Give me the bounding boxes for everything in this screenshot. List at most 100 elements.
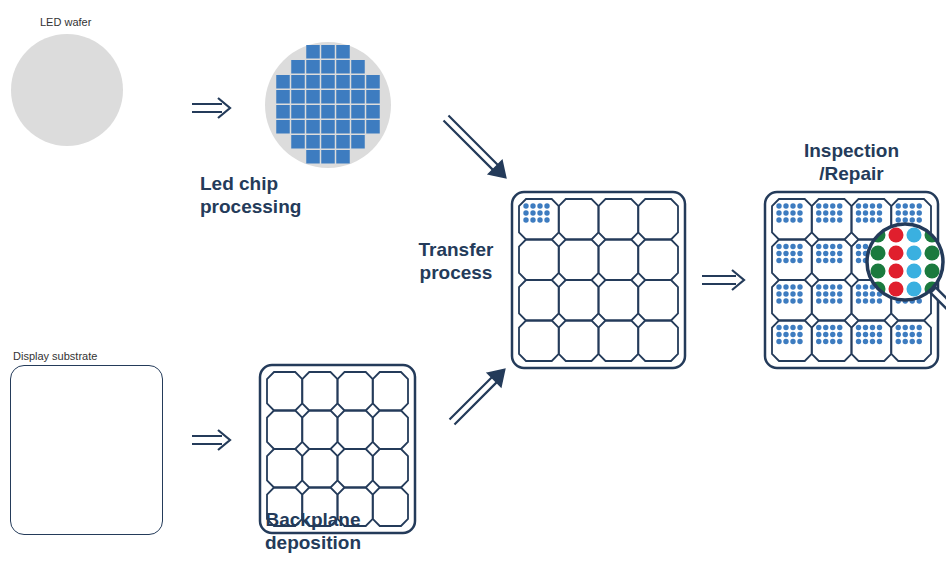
micro-led [776, 298, 781, 303]
micro-led [863, 284, 868, 289]
double-arrow [192, 98, 230, 118]
micro-led [783, 332, 788, 337]
micro-led [544, 203, 549, 208]
micro-led [870, 291, 875, 296]
panel-outline [512, 192, 685, 368]
micro-led [917, 339, 922, 344]
micro-led [823, 251, 828, 256]
micro-led [856, 258, 861, 263]
micro-led [783, 244, 788, 249]
micro-led [816, 339, 821, 344]
micro-led [830, 217, 835, 222]
wafer-disc [265, 42, 391, 168]
micro-led [903, 210, 908, 215]
micro-led [870, 298, 875, 303]
micro-led [856, 325, 861, 330]
diagonal-arrow [446, 363, 511, 428]
display-substrate: Display substrate [10, 365, 163, 535]
micro-led [903, 203, 908, 208]
led-chip [306, 90, 320, 104]
micro-led [776, 339, 781, 344]
micro-led [823, 217, 828, 222]
pixel-cell [891, 321, 931, 362]
micro-led [783, 210, 788, 215]
led-chip [321, 90, 335, 104]
pixel-cell [519, 280, 559, 321]
micro-led [544, 210, 549, 215]
micro-led [816, 298, 821, 303]
micro-led [837, 258, 842, 263]
led-chip [351, 135, 365, 149]
led-chip [321, 150, 335, 164]
micro-led [823, 258, 828, 263]
micro-led [790, 284, 795, 289]
micro-led [863, 291, 868, 296]
process-step-label: Transfer process [408, 238, 504, 284]
micro-led [830, 291, 835, 296]
micro-led [863, 210, 868, 215]
micro-led [910, 203, 915, 208]
node-heading: LED wafer [40, 16, 91, 29]
micro-led [870, 210, 875, 215]
micro-led [830, 258, 835, 263]
micro-led [863, 298, 868, 303]
led-chip [336, 135, 350, 149]
micro-led [790, 298, 795, 303]
pixel-cell [559, 240, 599, 281]
led-wafer: LED wafer [11, 34, 123, 146]
micro-led [776, 291, 781, 296]
micro-led [917, 203, 922, 208]
pixel-cell [559, 321, 599, 362]
rgb-subpixel [907, 264, 922, 279]
micro-led [823, 284, 828, 289]
micro-led [776, 332, 781, 337]
micro-led [903, 325, 908, 330]
micro-led [797, 284, 802, 289]
rgb-subpixel [871, 246, 886, 261]
micro-led [823, 298, 828, 303]
led-chip [366, 90, 380, 104]
led-chip [291, 75, 305, 89]
pixel-cell [812, 321, 852, 362]
pixel-cell [812, 240, 852, 281]
pixel-cell [302, 449, 337, 488]
micro-led [537, 217, 542, 222]
micro-led [870, 203, 875, 208]
pixel-cell [772, 240, 812, 281]
micro-led [910, 217, 915, 222]
micro-led [790, 258, 795, 263]
pixel-cell [373, 449, 408, 488]
micro-led [797, 251, 802, 256]
micro-led [837, 244, 842, 249]
micro-led [523, 217, 528, 222]
micro-led [790, 291, 795, 296]
micro-led [856, 217, 861, 222]
double-arrow [192, 430, 230, 450]
pixel-cell [599, 280, 639, 321]
micro-led [823, 203, 828, 208]
micro-led [917, 217, 922, 222]
led-chip [306, 150, 320, 164]
micro-led [910, 332, 915, 337]
micro-led [877, 332, 882, 337]
micro-led [896, 339, 901, 344]
micro-led [776, 325, 781, 330]
pixel-cell [338, 411, 373, 450]
led-chip [351, 105, 365, 119]
micro-led [797, 325, 802, 330]
led-chip [291, 120, 305, 134]
micro-led [903, 339, 908, 344]
micro-led [870, 332, 875, 337]
micro-led [910, 325, 915, 330]
led-chip [336, 45, 350, 59]
micro-led [823, 291, 828, 296]
pixel-cell [302, 372, 337, 411]
rgb-subpixel [907, 282, 922, 297]
micro-led [797, 203, 802, 208]
led-chip [306, 105, 320, 119]
led-chip [351, 90, 365, 104]
pixel-cell [599, 321, 639, 362]
micro-led [830, 325, 835, 330]
micro-led [790, 203, 795, 208]
rgb-subpixel [907, 228, 922, 243]
